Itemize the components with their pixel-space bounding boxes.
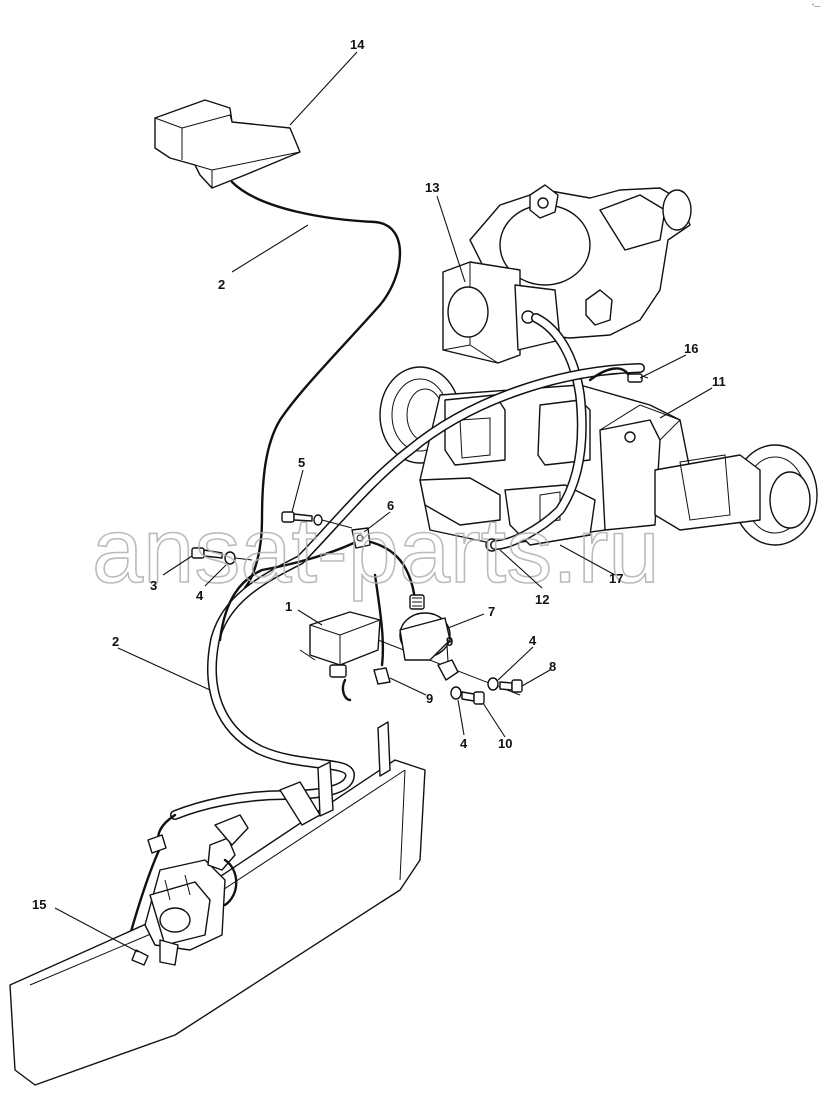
part-9-connector-upper	[437, 659, 459, 681]
callout-4-right: 4	[529, 633, 537, 648]
part-15-lower-valve	[131, 814, 249, 966]
callout-9-lower: 9	[426, 691, 433, 706]
callout-16: 16	[684, 341, 698, 356]
callout-2-upper: 2	[218, 277, 225, 292]
part-16-sensor	[627, 373, 649, 383]
callout-6: 6	[387, 498, 394, 513]
callout-9-upper: 9	[446, 634, 453, 649]
callout-10: 10	[498, 736, 512, 751]
callout-17: 17	[609, 571, 623, 586]
corner-mark: °—	[812, 4, 820, 10]
callout-4-bottom: 4	[460, 736, 468, 751]
callout-4-left: 4	[196, 588, 204, 603]
watermark: ansat-parts.ru	[92, 500, 660, 602]
callout-3: 3	[150, 578, 157, 593]
callout-8: 8	[549, 659, 556, 674]
callout-labels: 14 2 13 16 11 5 6 3 4 12 17 1 7 2 9 4 8 …	[32, 37, 726, 912]
part-14-bracket	[154, 99, 301, 189]
leader-lines	[54, 51, 713, 953]
callout-13: 13	[425, 180, 439, 195]
hydraulic-hoses	[128, 180, 645, 964]
callout-1: 1	[285, 599, 292, 614]
part-11-valve-block	[379, 366, 818, 552]
part-6-clamp	[351, 527, 371, 549]
callout-11: 11	[712, 374, 726, 389]
callout-7: 7	[488, 604, 495, 619]
callout-2-lower: 2	[112, 634, 119, 649]
part-7-actuator	[399, 594, 451, 661]
part-9-connector-lower	[373, 667, 391, 685]
part-5-bolt	[281, 511, 353, 529]
part-13-pump-assembly	[442, 184, 692, 364]
callout-12: 12	[535, 592, 549, 607]
part-8-bolt	[487, 677, 523, 693]
part-3-bolt	[191, 547, 253, 565]
callout-5: 5	[298, 455, 305, 470]
callout-15: 15	[32, 897, 46, 912]
part-10-bolt	[450, 686, 485, 705]
callout-14: 14	[350, 37, 365, 52]
